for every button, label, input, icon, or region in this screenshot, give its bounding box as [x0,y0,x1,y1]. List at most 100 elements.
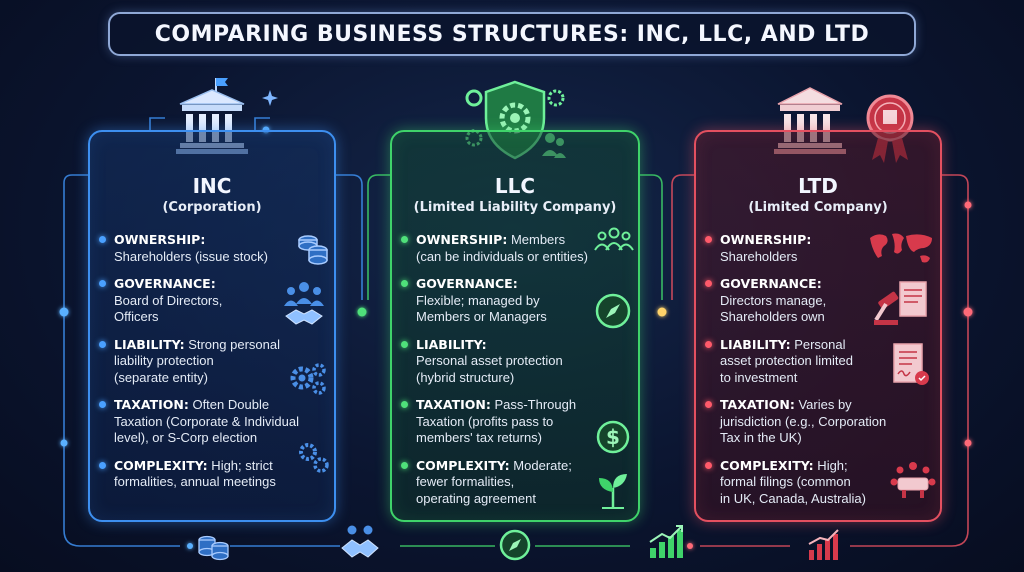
attribute-list: OWNERSHIP: Members(can be individuals or… [401,232,630,518]
bullet [99,236,106,243]
compass-icon [595,293,631,329]
card-subtitle: (Limited Company) [748,200,888,215]
card-title: LTD [798,174,838,198]
title-banner: COMPARING BUSINESS STRUCTURES: INC, LLC,… [108,12,916,56]
row-line: operating agreement [416,490,536,506]
row-label: TAXATION: [114,397,189,412]
world-map-icon [870,233,932,263]
row-label: GOVERNANCE: [114,276,216,291]
row-governance: GOVERNANCE:Directors manage,Shareholders… [705,276,932,326]
row-line: asset protection limited [720,353,853,368]
card-inc: INC (Corporation) OWNERSHIP:Shareholders… [88,130,336,522]
coin-stack-icon [198,535,229,561]
meeting-table-icon [890,462,936,498]
handshake-icon [341,525,379,558]
card-title: INC [192,174,232,198]
bullet [99,340,106,348]
row-line: High; strict [207,457,273,473]
row-label: OWNERSHIP: [114,232,206,247]
gears-small-icon [299,443,329,473]
growth-chart-icon [649,525,683,558]
row-label: TAXATION: [720,397,795,412]
card-llc: LLC (Limited Liability Company) OWNERSHI… [390,130,640,522]
bullet [401,401,408,408]
growth-chart-icon [808,529,839,560]
compass-icon [499,529,531,561]
row-label: COMPLEXITY: [114,457,208,473]
row-liability: LIABILITY:Personal asset protection(hybr… [401,337,630,387]
row-line: Shareholders (issue stock) [114,248,268,264]
row-line: Personal asset protection [416,353,563,368]
bullet [401,340,408,348]
row-line: jurisdiction (e.g., Corporation [720,413,887,429]
row-line: (hybrid structure) [416,369,515,385]
people-group-icon [594,227,634,251]
row-line: Flexible; managed by [416,292,540,308]
row-label: TAXATION: [416,397,491,412]
row-line: Often Double [188,397,270,412]
row-line: High; [813,457,848,473]
row-label: LIABILITY: [720,336,791,352]
bullet [99,461,106,469]
row-line: Shareholders own [720,309,825,324]
row-line: (separate entity) [114,369,208,385]
row-ownership: OWNERSHIP:Shareholders [705,232,932,265]
attribute-list: OWNERSHIP:Shareholders GOVERNANCE:Direct… [705,232,932,518]
svg-text:$: $ [606,425,620,449]
row-line: Taxation (profits pass to [416,413,554,429]
row-ownership: OWNERSHIP:Shareholders (issue stock) [99,232,326,265]
row-line: members' tax returns) [416,430,543,445]
row-line: fewer formalities, [416,474,515,489]
team-handshake-icon [284,282,324,325]
row-line: Members [507,232,566,247]
coin-stack-icon [298,235,328,265]
row-line: Board of Directors, [114,292,223,308]
bullet [401,461,408,469]
row-label: OWNERSHIP: [416,232,508,247]
row-line: Personal [790,336,846,352]
card-title: LLC [494,174,536,198]
bullet [705,340,712,348]
card-subtitle: (Limited Liability Company) [413,200,617,215]
row-line: formalities, annual meetings [114,474,276,489]
row-line: level), or S-Corp election [114,430,258,445]
row-line: Tax in the UK) [720,430,802,445]
row-line: Officers [114,309,159,324]
row-governance: GOVERNANCE:Board of Directors,Officers [99,276,326,326]
row-line: liability protection [114,353,214,368]
page-title: COMPARING BUSINESS STRUCTURES: INC, LLC,… [154,21,870,47]
row-line: to investment [720,369,798,385]
row-label: COMPLEXITY: [416,457,510,473]
gavel-document-icon [874,281,927,325]
row-line: in UK, Canada, Australia) [720,490,866,506]
row-line: Members or Managers [416,309,547,324]
sprout-icon [599,474,627,509]
row-line: Directors manage, [720,292,827,308]
attribute-list: OWNERSHIP:Shareholders (issue stock) GOV… [99,232,326,502]
bullet [401,280,408,287]
bullet [705,461,712,469]
row-complexity: COMPLEXITY: Moderate;fewer formalities,o… [401,457,630,508]
row-line: Strong personal [184,336,280,352]
row-line: Moderate; [509,457,572,473]
bullet [99,401,106,408]
bullet [705,401,712,408]
bullet [401,236,408,243]
row-line: Pass-Through [490,397,577,412]
row-label: OWNERSHIP: [720,232,812,247]
bullet [705,280,712,287]
row-ownership: OWNERSHIP: Members(can be individuals or… [401,232,630,265]
card-subtitle: (Corporation) [162,200,262,215]
row-line: (can be individuals or entities) [416,248,588,264]
row-line: formal filings (common [720,474,851,489]
